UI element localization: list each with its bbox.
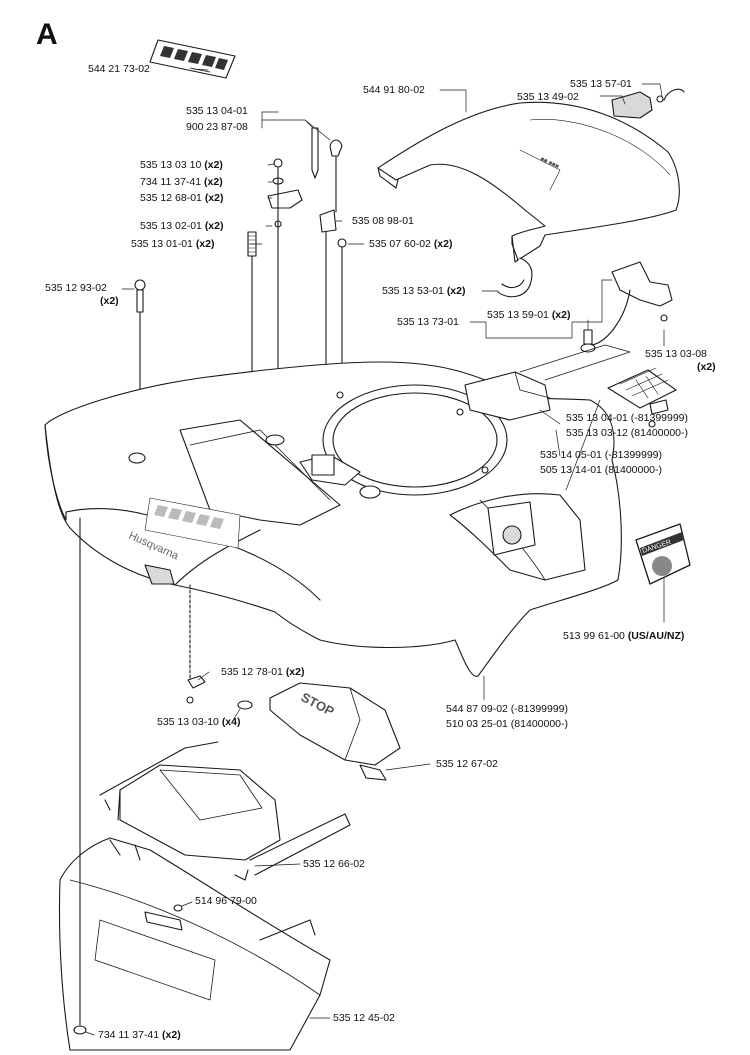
label-535-12-68-01: 535 12 68-01 (x2) — [140, 192, 224, 204]
label-535-13-59-01: 535 13 59-01 (x2) — [487, 309, 571, 321]
label-535-13-49-02: 535 13 49-02 — [517, 91, 579, 103]
danger-decal-body — [487, 501, 536, 556]
label-535-13-01-01: 535 13 01-01 (x2) — [131, 238, 215, 250]
label-510-03-25-01-range: 510 03 25-01 (81400000-) — [446, 718, 569, 730]
bolt-screw-column — [247, 158, 303, 257]
label-900-23-87-08: 900 23 87-08 — [186, 121, 248, 133]
label-535-13-04-01: 535 13 04-01 — [186, 105, 248, 117]
label-535-12-67-02: 535 12 67-02 — [436, 758, 498, 770]
main-body-shell: Husqvarna — [44, 361, 622, 677]
label-544-87-09-02-range: 544 87 09-02 (-81399999) — [446, 703, 569, 715]
label-535-12-45-02: 535 12 45-02 — [333, 1012, 395, 1024]
stop-button-panel: STOP — [269, 682, 401, 781]
label-535-13-03-12-range: 535 13 03-12 (81400000-) — [566, 427, 689, 439]
label-535-13-57-01: 535 13 57-01 — [570, 78, 632, 90]
top-lid-cover: ■■ ■■■ — [377, 101, 680, 263]
label-544-21-73-02: 544 21 73-02 — [88, 63, 150, 75]
label-535-13-03-10-x4: 535 13 03-10 (x4) — [157, 716, 241, 728]
display-housing — [99, 741, 351, 881]
label-535-14-05-01-range: 535 14 05-01 (-81399999) — [540, 449, 663, 461]
label-544-91-80-02: 544 91 80-02 — [363, 84, 425, 96]
label-535-13-53-01: 535 13 53-01 (x2) — [382, 285, 466, 297]
label-535-08-98-01: 535 08 98-01 — [352, 215, 414, 227]
warning-decal-sticker — [149, 39, 236, 79]
label-734-11-37-41: 734 11 37-41 (x2) — [140, 176, 223, 188]
leader-lines — [85, 68, 665, 1036]
label-535-12-93-02-qty: (x2) — [100, 295, 119, 307]
label-734-11-37-41-bottom: 734 11 37-41 (x2) — [98, 1029, 181, 1041]
label-514-96-79-00: 514 96 79-00 — [195, 895, 257, 907]
label-535-12-78-01: 535 12 78-01 (x2) — [221, 666, 305, 678]
label-535-13-03-08-qty: (x2) — [697, 361, 716, 373]
label-535-07-60-02: 535 07 60-02 (x2) — [369, 238, 453, 250]
label-535-13-73-01: 535 13 73-01 — [397, 316, 459, 328]
danger-sign: DANGER — [635, 523, 691, 585]
front-bumper — [58, 837, 331, 1051]
label-535-13-03-08: 535 13 03-08 — [645, 348, 707, 360]
label-535-12-93-02: 535 12 93-02 — [45, 282, 107, 294]
label-505-13-14-01-range: 505 13 14-01 (81400000-) — [540, 464, 663, 476]
label-535-13-02-01: 535 13 02-01 (x2) — [140, 220, 224, 232]
label-535-13-03-10: 535 13 03 10 (x2) — [140, 159, 223, 171]
label-535-13-04-01-range: 535 13 04-01 (-81399999) — [566, 412, 689, 424]
section-letter: A — [36, 18, 58, 51]
label-535-12-66-02: 535 12 66-02 — [303, 858, 365, 870]
label-513-99-61-00: 513 99 61-00 (US/AU/NZ) — [563, 630, 685, 642]
